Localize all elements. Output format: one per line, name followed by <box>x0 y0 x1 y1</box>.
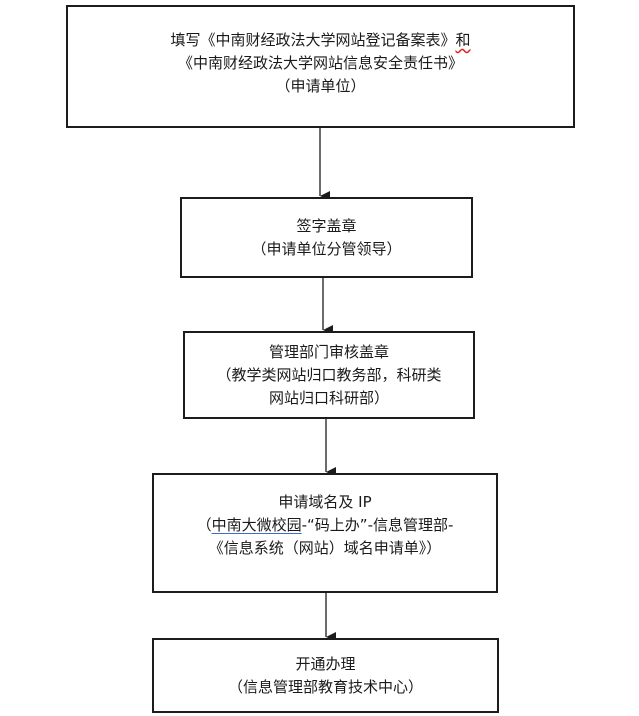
step-3-review-seal: 管理部门审核盖章 （教学类网站归口教务部，科研类 网站归口科研部） <box>183 331 475 419</box>
step-1-responsible: （申请单位） <box>275 77 366 95</box>
step-4-apply-domain-ip: 申请域名及 IP （中南大微校园-“码上办”-信息管理部- 《信息系统（网站）域… <box>152 473 498 593</box>
step-4-wechat-link[interactable]: 中南大微校园 <box>211 515 302 534</box>
step-5-title: 开通办理 <box>295 654 356 673</box>
step-4-form-name: 《信息系统（网站）域名申请单》） <box>208 538 442 557</box>
step-1-title-text: 填写《中南财经政法大学网站登记备案表》 <box>170 31 456 49</box>
step-5-responsible: （信息管理部教育技术中心） <box>227 677 423 696</box>
step-1-title-conjunction: 和 <box>455 31 471 49</box>
step-1-form-name: 《中南财经政法大学网站信息安全责任书》 <box>177 54 463 72</box>
step-4-open-paren: （ <box>196 515 212 534</box>
step-2-responsible: （申请单位分管领导） <box>251 239 402 258</box>
step-5-activation: 开通办理 （信息管理部教育技术中心） <box>152 638 499 713</box>
step-3-detail-line1: （教学类网站归口教务部，科研类 <box>216 365 442 384</box>
step-3-title: 管理部门审核盖章 <box>268 342 389 361</box>
step-2-sign-seal: 签字盖章 （申请单位分管领导） <box>180 197 473 278</box>
step-2-title: 签字盖章 <box>296 216 357 235</box>
step-3-detail-line2: 网站归口科研部） <box>268 388 389 407</box>
step-4-path: （中南大微校园-“码上办”-信息管理部- <box>197 514 454 537</box>
step-1-fill-forms: 填写《中南财经政法大学网站登记备案表》和 《中南财经政法大学网站信息安全责任书》… <box>66 5 575 128</box>
step-4-title: 申请域名及 IP <box>278 492 372 511</box>
step-1-title: 填写《中南财经政法大学网站登记备案表》和 <box>170 29 470 52</box>
step-4-path-rest: -“码上办”-信息管理部- <box>301 515 454 534</box>
